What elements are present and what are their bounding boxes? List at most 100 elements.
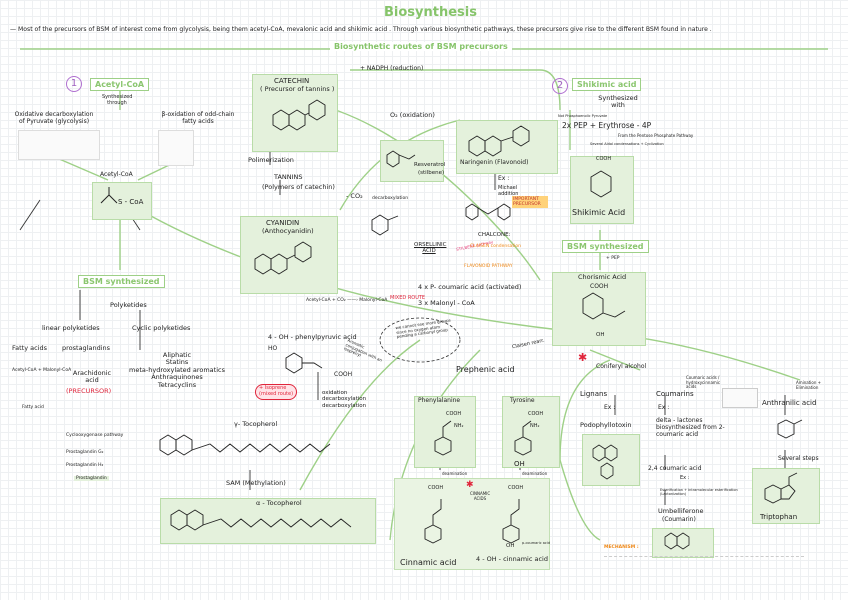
acetyl-coa-structure (100, 187, 118, 204)
cooh-phe: COOH (446, 411, 462, 417)
cyclic-polyketide-item: Statins (165, 358, 189, 367)
page-title: Biosynthesis (384, 5, 477, 20)
amination-elimination: Amination + Elimination (796, 380, 822, 390)
cinnamic-acids-structures (424, 499, 520, 544)
anthranilic-acid-structure (777, 419, 803, 439)
acetyl-to-malonyl: Acetyl-CoA + CO₂ ——› Malonyl-CoA (306, 298, 388, 303)
anthranilic-acid: Anthranilic acid (762, 399, 817, 407)
fatty-acid-small: Fatty acid (22, 405, 44, 410)
gamma-tocopherol: γ- Tocopherol (234, 420, 278, 428)
cyclooxygenase: Cyclooxygenase pathway (66, 433, 124, 438)
o2-oxidation: O₂ (oxidation) (390, 111, 435, 119)
pep-note: Not Phosphoenolic Pyruvate (558, 114, 608, 118)
shikimic-acid-structure (590, 170, 612, 198)
phenylalanine-structure (434, 420, 452, 456)
tannins: TANNINS (274, 173, 303, 181)
chalcone-structure (465, 203, 511, 221)
cooh-chorismic: COOH (590, 283, 609, 290)
oh-chorismic: OH (596, 332, 605, 338)
synthesized-with: Synthesized with (598, 94, 638, 110)
synthesized-through: Synthesized through (102, 94, 133, 106)
pep-erythrose: 2x PEP + Erythrose - 4P (562, 121, 652, 130)
cooh-shikimic: COOH (596, 156, 612, 162)
shikimic-acid-box (570, 156, 634, 224)
beta-oxidation-figure (158, 130, 194, 166)
delta-lactones: delta - lactones biosynthesized from 2- … (656, 417, 725, 438)
sam-methylation: SAM (Methylation) (226, 479, 286, 487)
shikimic-acid-tag: Shikimic acid (572, 78, 642, 91)
chorismic-acid-structure (582, 292, 626, 320)
podophyllotoxin-structure (592, 444, 618, 480)
tannins-subtitle: (Polymers of catechin) (262, 183, 335, 191)
pentose-phosphate: From the Pentose Phosphate Pathway (618, 133, 694, 138)
decarboxylation-label: decarboxylation (372, 196, 409, 201)
polimerization: Polimerization (248, 156, 294, 164)
alpha-tocopherol-box (160, 498, 376, 544)
cinnamic-acids-box (394, 478, 550, 570)
nh2-tyr: NH₂ (530, 423, 540, 429)
prostaglandins: prostaglandins (62, 344, 111, 352)
minus-co2: - CO₂ (346, 192, 363, 200)
cooh-cin-oh: COOH (508, 485, 524, 491)
bsm-synthesized-left-tag: BSM synthesized (78, 275, 165, 288)
triptophan: Triptophan (760, 513, 798, 521)
intro-text: — Most of the precursors of BSM of inter… (10, 26, 712, 33)
alpha-tocopherol-structure (170, 509, 352, 531)
acetyl-coa-tag: Acetyl-CoA (90, 78, 150, 91)
umbelliferone-box (652, 528, 714, 558)
catechin-structure (272, 99, 326, 131)
mechanism-label: MECHANISM : (604, 545, 639, 550)
cyclic-polyketide-item: Anthraquinones (151, 373, 203, 382)
red-asterisk-1: ✱ (466, 480, 474, 490)
gamma-tocopherol-structure (159, 434, 331, 456)
coumaric-acid-24: 2,4 coumaric acid (648, 465, 702, 472)
oh-tyr: OH (514, 460, 525, 468)
acetyl-coa-box (92, 182, 152, 220)
catechin-title: CATECHIN (274, 77, 310, 85)
cyanidin-box (240, 216, 338, 294)
naringenin-box (456, 120, 558, 174)
oxidation-step: oxidation (322, 390, 348, 396)
coumaric-acid-activated: 4 x P- coumaric acid (activated) (418, 283, 522, 291)
oxidation-step: decarboxylation (322, 402, 367, 409)
plus-pep: + PEP (606, 256, 620, 261)
triptophan-structure (764, 472, 798, 504)
shikimic-acid-label: Shikimic Acid (572, 208, 626, 217)
chorismic-acid-label: Chorismic Acid (578, 273, 627, 281)
arachidonic-acid: Arachidonic acid (72, 369, 112, 385)
mechanism-figure (604, 556, 804, 581)
ex-label-2: Ex : (604, 404, 616, 411)
coumarin-figure-small (722, 388, 758, 408)
cyanidin-subtitle: (Anthocyanidin) (262, 227, 314, 235)
chorismic-acid-box (552, 272, 646, 346)
cooh-label-hppa: COOH (334, 371, 353, 378)
tyrosine-structure (514, 420, 532, 456)
precursor-label: (PRECURSOR) (66, 387, 112, 395)
ex-label-3: Ex : (658, 404, 670, 411)
tyrosine-label: Tyrosine (510, 397, 535, 404)
catechin-box (252, 74, 338, 152)
prephenic-acid: Prephenic acid (456, 365, 515, 374)
isoprene-sub: (mixed route) (259, 390, 294, 397)
prostaglandin-g2: Prostaglandin G₂ (66, 450, 104, 455)
umbelliferone: Umbelliferone (658, 507, 704, 515)
oh-cinnamic-oh: OH (506, 543, 515, 549)
triptophan-box (752, 468, 820, 524)
podophyllotoxin-box (582, 434, 640, 486)
chalcone-label: CHALCONE: (478, 232, 511, 238)
oh-cinnamic-acid: 4 - OH - cinnamic acid (476, 555, 548, 563)
nh2-phe: NH₂ (454, 423, 464, 429)
orsellinic-acid: ORSELLINIC ACID (414, 242, 447, 255)
resveratrol-box (380, 140, 444, 182)
cyanidin-structure (254, 241, 312, 275)
cinnamic-acids-label: CINNAMIC ACIDS (470, 491, 491, 501)
stilbene-label: (stilbene) (418, 170, 445, 176)
naringenin-label: Naringenin (Flavonoid) (460, 159, 529, 166)
michael-addition: Michael addition (498, 185, 519, 197)
coumaric-note: Coumaric acids / hydroxycinnamic acids (686, 375, 721, 390)
oxidative-decarboxylation: Oxidative decarboxylation of Pyruvate (g… (14, 111, 94, 125)
deamination-2: deamination (522, 471, 548, 476)
number-badge-2: 2 (552, 78, 568, 94)
malonyl-coa: 3 x Malonyl - CoA (418, 299, 475, 307)
prostaglandin-h2: Prostaglandin H₂ (66, 463, 104, 468)
